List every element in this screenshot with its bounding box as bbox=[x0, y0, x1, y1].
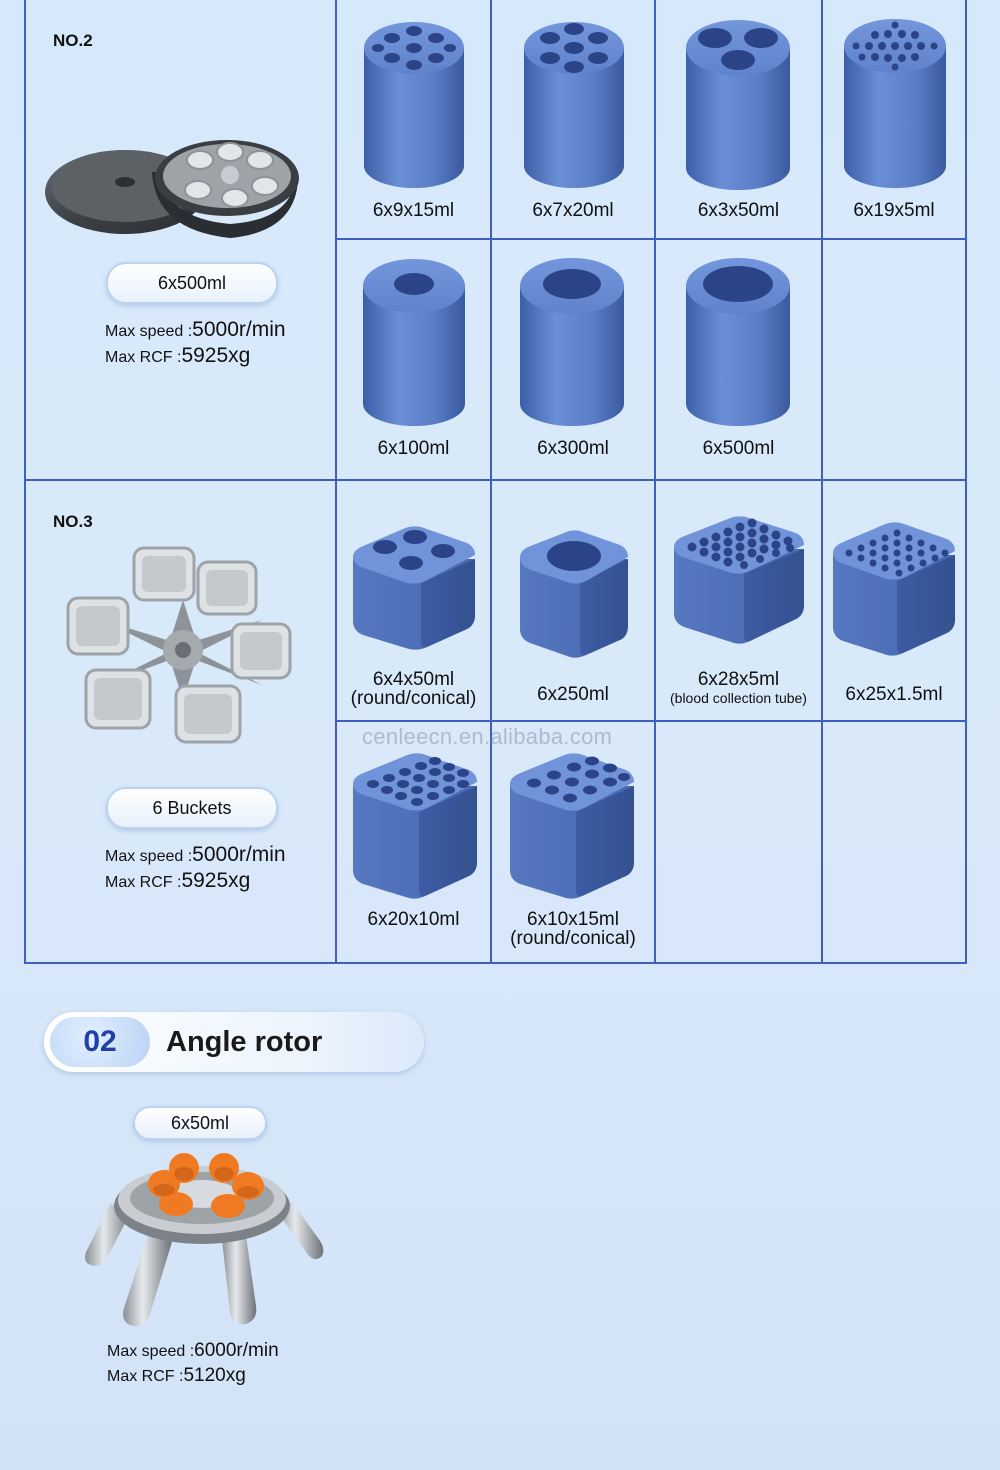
adapter-cell: 6x250ml bbox=[492, 481, 654, 720]
bucket-rotor-no3-image bbox=[66, 546, 292, 744]
section-heading: Angle rotor bbox=[166, 1026, 323, 1058]
adapter-cell: 6x9x15ml bbox=[337, 0, 490, 238]
watermark: cenleecn.en.alibaba.com bbox=[362, 724, 613, 749]
grid-line bbox=[821, 0, 823, 964]
rotor-capacity-pill: 6x500ml bbox=[106, 262, 278, 304]
adapter-label: 6x3x50ml bbox=[697, 200, 780, 221]
max-speed-label: Max speed : bbox=[105, 848, 193, 865]
max-rcf-label: Max RCF : bbox=[105, 349, 182, 366]
adapter-label: 6x25x1.5ml bbox=[845, 684, 943, 705]
adapter-cell: 6x19x5ml bbox=[823, 0, 965, 238]
section-title-no2: NO.2 bbox=[53, 31, 93, 50]
section-number-badge: 02 bbox=[50, 1017, 150, 1067]
max-rcf-row: Max RCF :5925xg bbox=[105, 869, 286, 895]
grid-line bbox=[965, 0, 967, 964]
adapter-label: 6x250ml bbox=[537, 684, 609, 705]
grid-line bbox=[24, 962, 967, 964]
max-speed-label: Max speed : bbox=[107, 1343, 195, 1360]
adapter-cylinder-image bbox=[364, 22, 464, 188]
adapter-block-image bbox=[510, 753, 634, 899]
grid-line bbox=[24, 479, 967, 481]
angle-rotor-image bbox=[85, 1153, 324, 1326]
rotor-specs-no2: Max speed :5000r/min Max RCF :5925xg bbox=[105, 318, 286, 370]
adapter-cell: 6x20x10ml bbox=[337, 722, 490, 962]
adapter-label: 6x7x20ml bbox=[532, 200, 614, 221]
max-speed-row: Max speed :6000r/min bbox=[107, 1339, 279, 1364]
adapter-label: 6x9x15ml bbox=[372, 200, 455, 221]
max-speed-label: Max speed : bbox=[105, 323, 193, 340]
adapter-cell: 6x500ml bbox=[656, 240, 821, 479]
adapter-cylinder-image bbox=[686, 258, 790, 426]
adapter-cylinder-image bbox=[524, 22, 624, 188]
adapter-label-sub: (blood collection tube) bbox=[670, 690, 807, 706]
adapter-cell: 6x300ml bbox=[492, 240, 654, 479]
adapter-cylinder-image bbox=[686, 20, 790, 190]
max-rcf-row: Max RCF :5925xg bbox=[105, 344, 286, 370]
adapter-block-image bbox=[833, 522, 955, 656]
rotor-capacity-pill: 6x50ml bbox=[133, 1106, 267, 1140]
max-speed-value: 6000r/min bbox=[194, 1340, 279, 1361]
adapter-label: 6x100ml bbox=[377, 438, 450, 459]
adapter-cell: 6x25x1.5ml bbox=[823, 481, 965, 720]
rotor-specs-angle: Max speed :6000r/min Max RCF :5120xg bbox=[107, 1339, 279, 1389]
adapter-block-image bbox=[353, 526, 475, 650]
adapter-label: 6x20x10ml bbox=[367, 909, 460, 930]
adapter-block-image bbox=[520, 530, 628, 658]
max-rcf-label: Max RCF : bbox=[105, 874, 182, 891]
grid-line bbox=[490, 0, 492, 964]
adapter-label-sub: (round/conical) bbox=[350, 688, 477, 709]
max-rcf-label: Max RCF : bbox=[107, 1368, 184, 1385]
swing-rotor-no2-image bbox=[45, 140, 299, 238]
rotor-table bbox=[24, 0, 967, 964]
max-speed-row: Max speed :5000r/min bbox=[105, 318, 286, 344]
adapter-cell: 6x100ml bbox=[337, 240, 490, 479]
max-speed-row: Max speed :5000r/min bbox=[105, 843, 286, 869]
adapter-cell: 6x28x5ml(blood collection tube) bbox=[656, 481, 821, 720]
adapter-label-main: 6x28x5ml bbox=[697, 669, 780, 690]
angle-rotor-header: 02 Angle rotor bbox=[44, 1012, 424, 1072]
max-rcf-value: 5120xg bbox=[183, 1365, 246, 1386]
grid-line bbox=[654, 0, 656, 964]
adapter-cell: 6x10x15ml(round/conical) bbox=[492, 722, 654, 962]
grid-line bbox=[335, 238, 967, 240]
max-rcf-value: 5925xg bbox=[181, 869, 251, 892]
adapter-label: 6x500ml bbox=[702, 438, 775, 459]
rotor-capacity-pill: 6 Buckets bbox=[106, 787, 278, 829]
grid-line bbox=[335, 0, 337, 964]
adapter-block-image bbox=[353, 753, 477, 899]
section-title-no3: NO.3 bbox=[53, 512, 93, 531]
max-rcf-row: Max RCF :5120xg bbox=[107, 1364, 279, 1389]
max-speed-value: 5000r/min bbox=[192, 843, 286, 866]
adapter-label: 6x28x5ml(blood collection tube) bbox=[656, 670, 821, 708]
adapter-label: 6x19x5ml bbox=[853, 200, 935, 221]
adapter-label: 6x300ml bbox=[537, 438, 609, 459]
adapter-label-main: 6x10x15ml bbox=[527, 909, 619, 930]
adapter-cylinder-image bbox=[844, 19, 946, 188]
adapter-label-main: 6x4x50ml bbox=[372, 669, 455, 690]
grid-line bbox=[24, 0, 26, 964]
adapter-cylinder-image bbox=[520, 258, 624, 426]
adapter-label: 6x10x15ml(round/conical) bbox=[492, 910, 654, 948]
adapter-label: 6x4x50ml(round/conical) bbox=[337, 670, 490, 708]
adapter-cell: 6x7x20ml bbox=[492, 0, 654, 238]
adapter-block-image bbox=[674, 516, 804, 644]
adapter-cylinder-image bbox=[363, 259, 465, 426]
adapter-cell: 6x4x50ml(round/conical) bbox=[337, 481, 490, 720]
rotor-specs-no3: Max speed :5000r/min Max RCF :5925xg bbox=[105, 843, 286, 895]
max-speed-value: 5000r/min bbox=[192, 318, 286, 341]
adapter-label-sub: (round/conical) bbox=[510, 928, 636, 949]
max-rcf-value: 5925xg bbox=[181, 344, 251, 367]
grid-line bbox=[335, 720, 967, 722]
adapter-cell: 6x3x50ml bbox=[656, 0, 821, 238]
